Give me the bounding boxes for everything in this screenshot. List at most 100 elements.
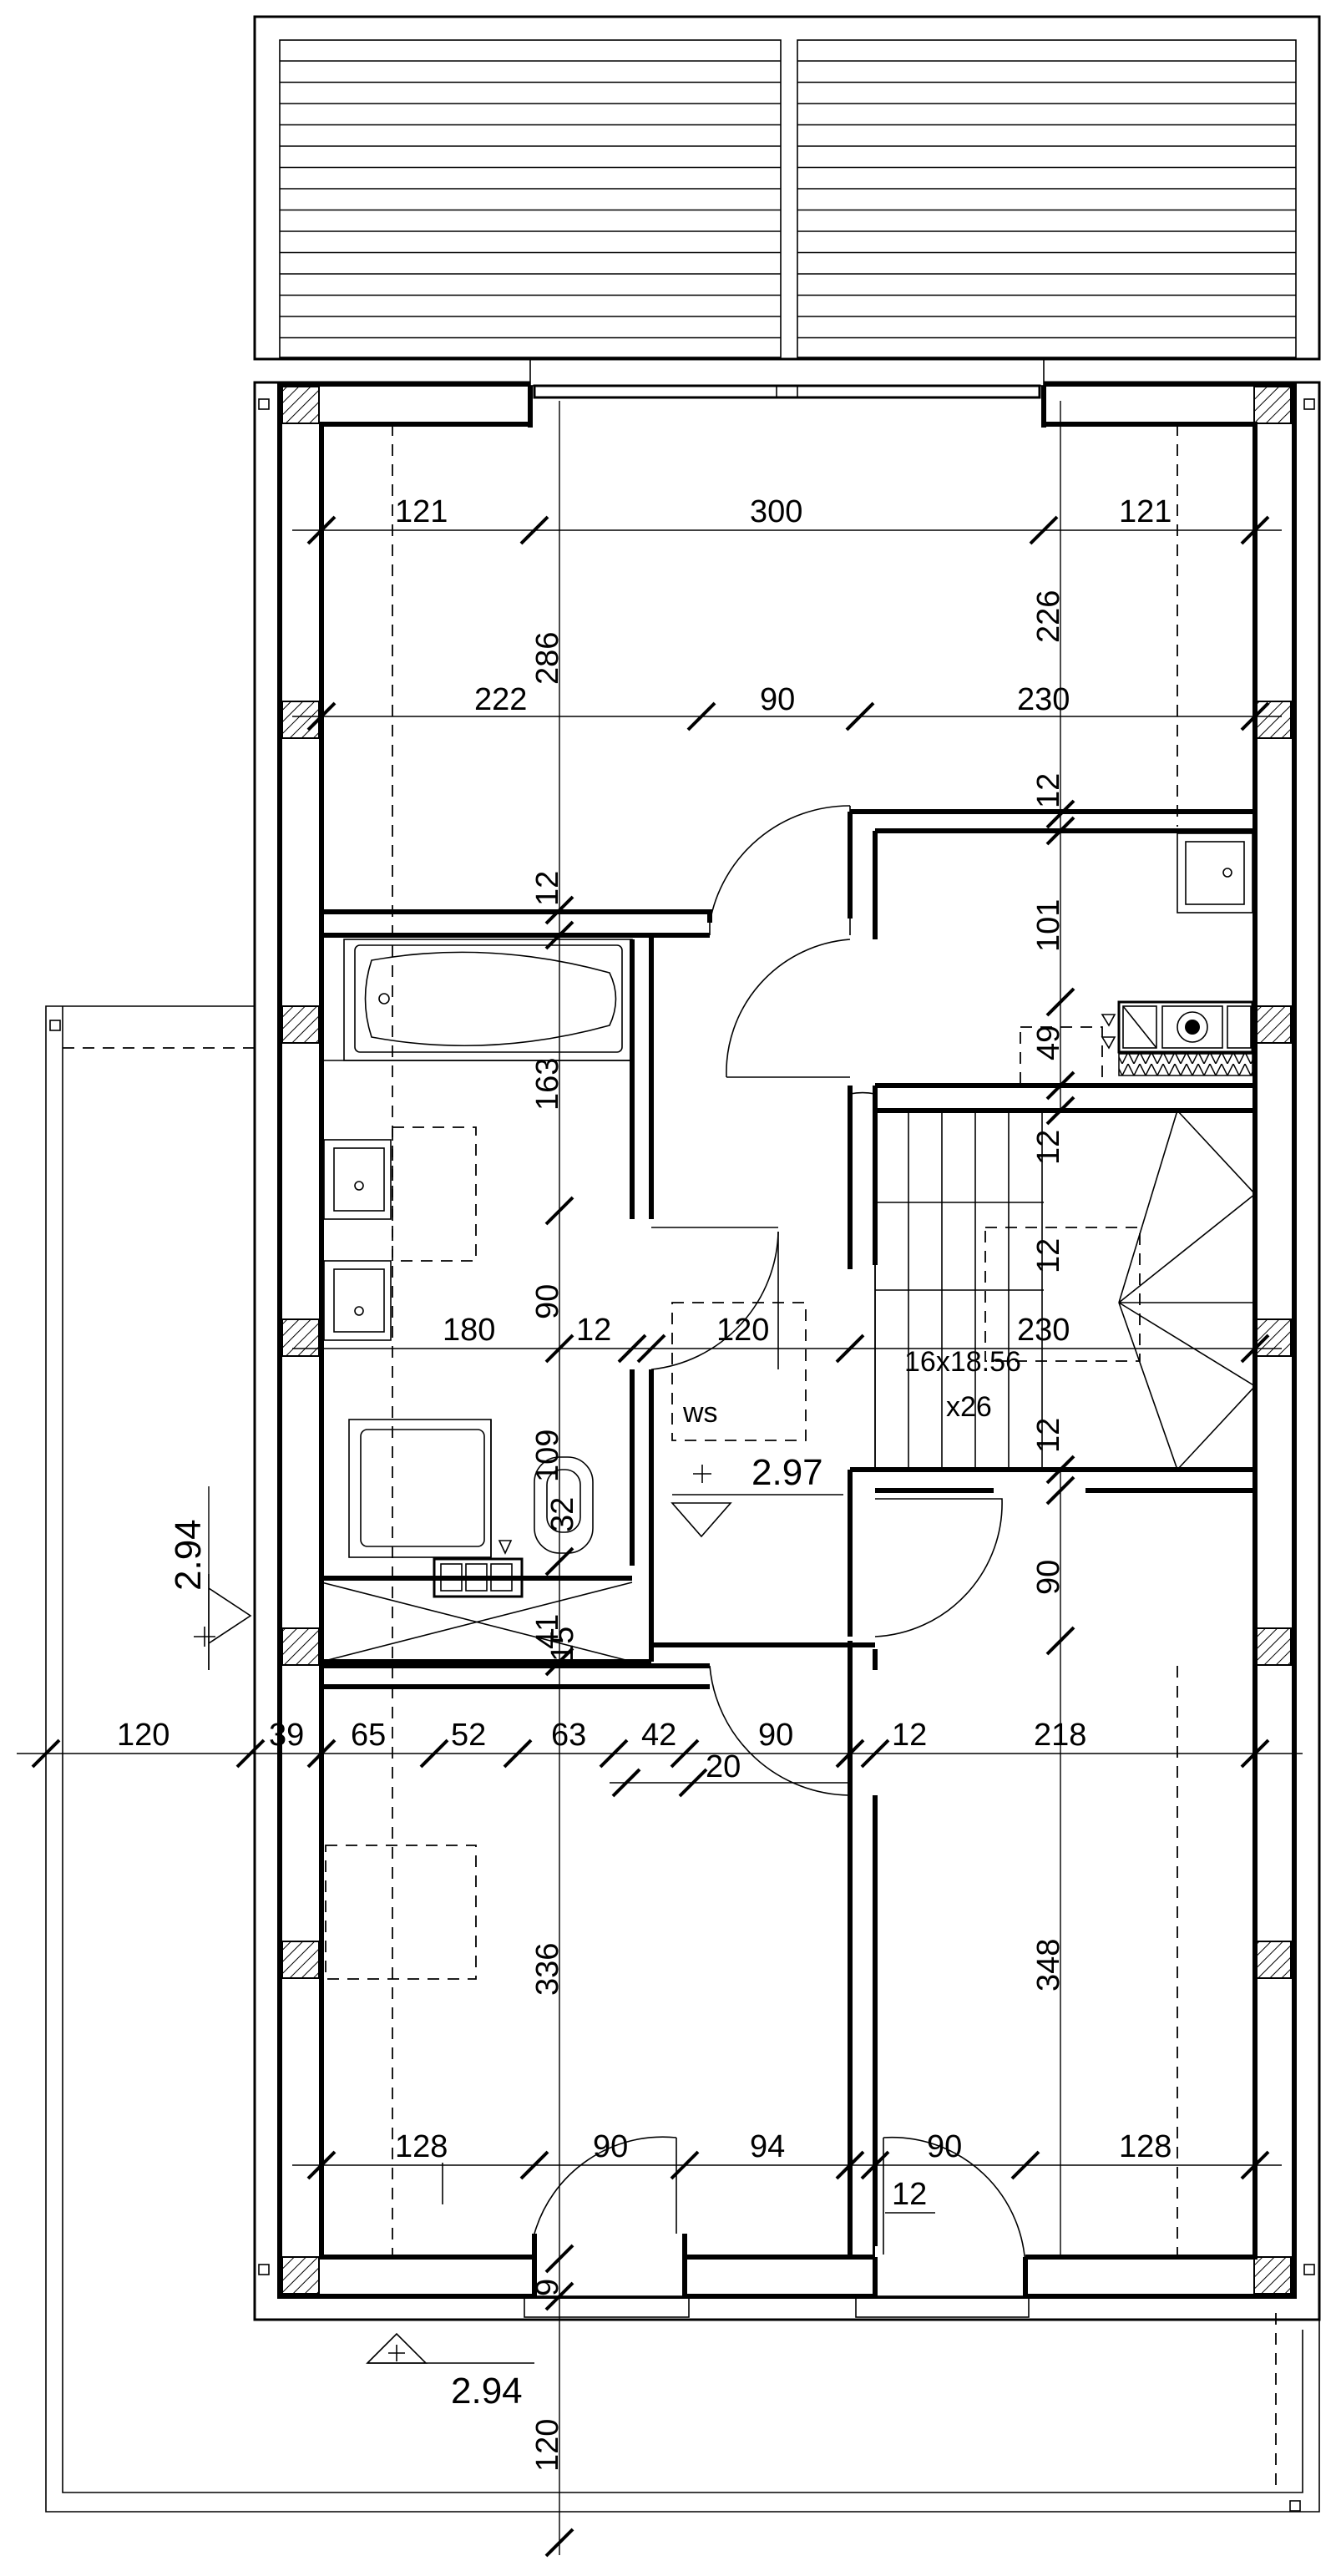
dim-230-stair: 230 (1017, 1313, 1070, 1348)
level-left: 2.94 (168, 1519, 209, 1591)
dimension-tick (1045, 1070, 1075, 1101)
dim-12-b: 12 (530, 871, 565, 906)
dim-336: 336 (530, 1943, 565, 1996)
dimension-tick (544, 2281, 574, 2311)
dimension-tick (617, 1334, 647, 1364)
level-marker-bottom: 2.94 (366, 2332, 534, 2412)
reference-lines (392, 401, 1178, 2555)
dim-90-mid: 90 (758, 1718, 793, 1753)
washbasin-lower (323, 1260, 392, 1341)
dim-12-stair-b: 12 (1031, 1418, 1066, 1453)
dimension-tick (1045, 1475, 1075, 1506)
dim-12-d: 12 (576, 1313, 611, 1348)
dimension-tick (1045, 987, 1075, 1017)
level-marker-hall: 2.97 (671, 1452, 843, 1538)
dimension-tick (544, 1334, 574, 1364)
dimension-tick (1240, 2150, 1270, 2180)
dimension-tick (670, 2150, 700, 2180)
dimension-tick (544, 2244, 574, 2274)
dimension-tick (519, 2150, 549, 2180)
dimension-tick (1045, 799, 1075, 829)
dimension-texts-vertical: 286 226 12 12 101 49 163 12 90 12 12 109… (530, 590, 1066, 2472)
dim-12-a: 12 (1031, 773, 1066, 808)
dim-41: 41 (530, 1614, 565, 1649)
label-ws: ws (682, 1397, 718, 1429)
dim-32: 32 (545, 1497, 580, 1532)
dim-15: 15 (545, 1627, 580, 1662)
ventilation-shaft (321, 1582, 633, 1663)
dim-90-top: 90 (760, 682, 795, 717)
dimension-tick (636, 1334, 666, 1364)
dimension-tick (686, 701, 716, 731)
dimension-tick (860, 1738, 890, 1769)
door-swings (442, 805, 1026, 2272)
kitchen-sink (1177, 833, 1253, 913)
dimension-tick (235, 1738, 266, 1769)
level-bottom: 2.94 (451, 2371, 523, 2412)
dim-12-stair-a: 12 (1031, 1130, 1066, 1165)
dimension-tick (31, 1738, 61, 1769)
dim-348: 348 (1031, 1939, 1066, 1991)
dimension-tick (860, 2150, 890, 2180)
dim-90-bath: 90 (530, 1284, 565, 1319)
dimension-tick (611, 1768, 641, 1798)
fixtures: ws (321, 833, 1254, 1980)
dim-90-br: 90 (927, 2129, 962, 2164)
dimension-tick (306, 515, 337, 545)
dim-121-right: 121 (1119, 494, 1172, 529)
dim-65: 65 (351, 1718, 386, 1753)
dimension-tick (1240, 1334, 1270, 1364)
dim-101: 101 (1031, 899, 1066, 952)
shower-tray (348, 1419, 492, 1558)
dim-39: 39 (269, 1718, 304, 1753)
staircase: 16x18.56 x26 (874, 1110, 1256, 1470)
dimension-tick (1240, 701, 1270, 731)
dim-230-top: 230 (1017, 682, 1070, 717)
washbasin-upper (323, 1139, 392, 1220)
bathtub (354, 944, 623, 1053)
dimension-tick (544, 895, 574, 925)
dimension-tick (544, 1647, 574, 1677)
level-hall: 2.97 (752, 1452, 823, 1493)
dimension-tick (544, 1196, 574, 1226)
dimension-tick (835, 1334, 865, 1364)
dim-120-left: 120 (117, 1718, 170, 1753)
heater-unit (433, 1540, 524, 1598)
dim-52: 52 (451, 1718, 486, 1753)
dim-180: 180 (443, 1313, 495, 1348)
dim-120-hall: 120 (716, 1313, 769, 1348)
exterior-walls (253, 358, 1321, 2321)
terrace-outline (45, 1005, 1320, 2513)
dim-90-right: 90 (1031, 1560, 1066, 1595)
dimension-texts: 121 300 121 222 90 230 180 12 120 230 12… (117, 494, 1172, 2212)
dimension-tick (306, 701, 337, 731)
dimension-tick (306, 1738, 337, 1769)
dimension-tick (835, 1738, 865, 1769)
dim-49: 49 (1031, 1025, 1066, 1060)
dim-226: 226 (1031, 590, 1066, 643)
dim-121-left: 121 (395, 494, 448, 529)
dimension-tick (678, 1768, 708, 1798)
stair-count: x26 (946, 1391, 992, 1423)
roof-slats (253, 15, 1321, 361)
dim-109: 109 (530, 1430, 565, 1482)
dimension-tick (1045, 816, 1075, 846)
dimension-tick (599, 1738, 629, 1769)
dim-94: 94 (750, 2129, 785, 2164)
dimension-tick (670, 1738, 700, 1769)
dim-128-right: 128 (1119, 2129, 1172, 2164)
dimension-lines (17, 515, 1303, 2558)
dim-128-left: 128 (395, 2129, 448, 2164)
dim-12-br: 12 (892, 2177, 927, 2212)
dim-286: 286 (530, 632, 565, 685)
dimension-tick (1045, 1455, 1075, 1485)
dimension-tick (544, 1546, 574, 1576)
dimension-tick (1045, 1626, 1075, 1656)
dim-42: 42 (641, 1718, 676, 1753)
dim-222: 222 (474, 682, 527, 717)
dim-63: 63 (551, 1718, 586, 1753)
dimension-tick (544, 2528, 574, 2558)
dimension-tick (835, 2150, 865, 2180)
level-marker-left: 2.94 (168, 1519, 252, 1670)
